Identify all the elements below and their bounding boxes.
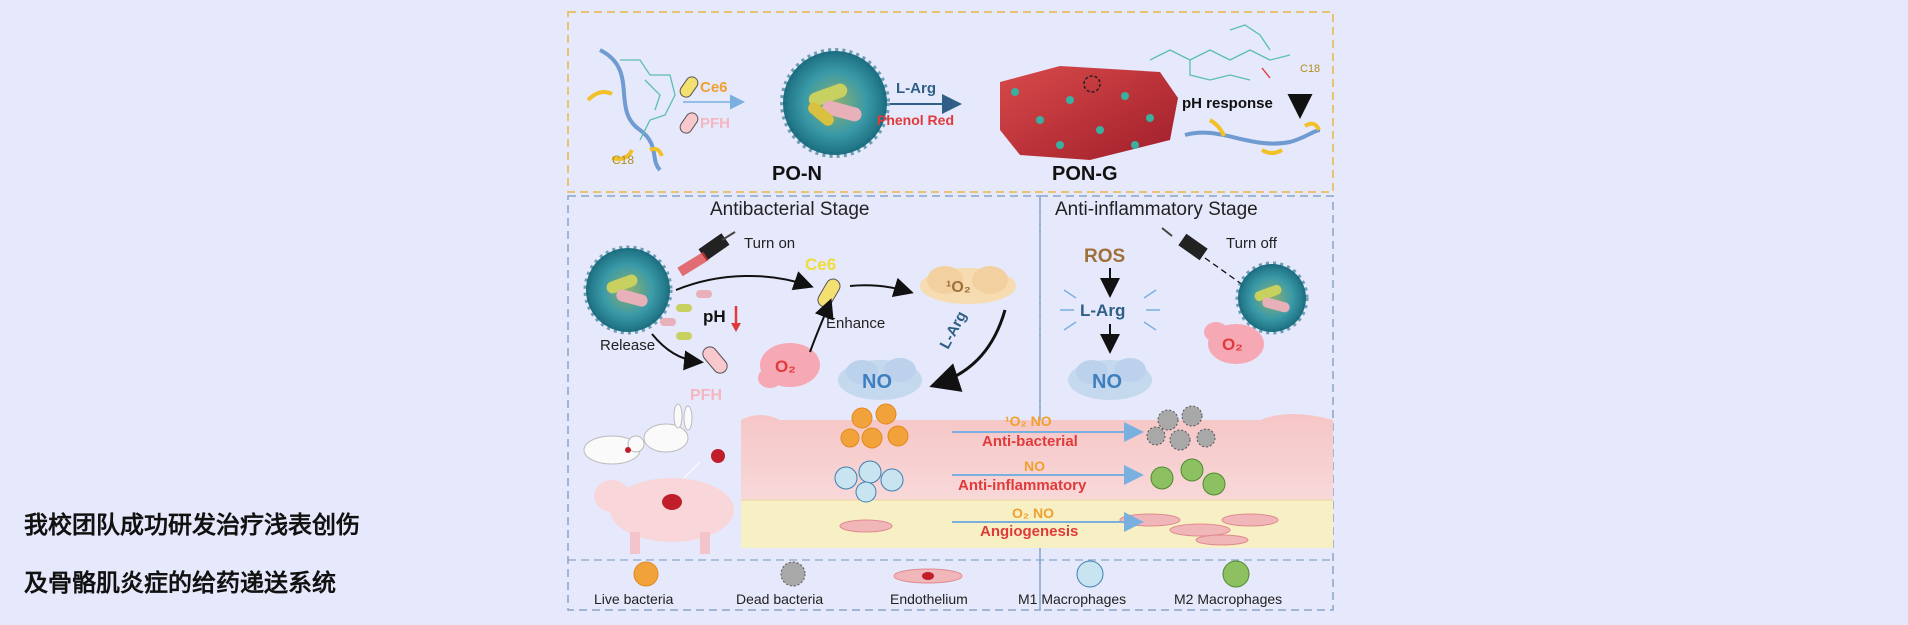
pfh-pill-icon: [679, 112, 699, 134]
caption-line-2: 及骨骼肌炎症的给药递送系统: [24, 568, 336, 597]
no-cloud-middle: [838, 358, 922, 400]
molecule-structure-right: [1149, 24, 1291, 81]
release-label: Release: [600, 337, 655, 354]
legend-m1-macrophages-icon: [1076, 560, 1104, 588]
legend-dead-bacteria-icon: [780, 561, 806, 587]
ph-response-label: pH response: [1182, 95, 1273, 112]
row1-chem-label: ¹O₂ NO: [1005, 413, 1052, 429]
antibacterial-stage-title: Antibacterial Stage: [710, 199, 870, 220]
oxygen-blob: [758, 343, 820, 388]
laser-device-on: [677, 231, 736, 277]
pfh-label-top: PFH: [700, 115, 730, 132]
arrow-singlet-to-no: [929, 309, 1007, 392]
laser-device-off: [1161, 227, 1251, 291]
c18-label-right: C18: [1300, 63, 1320, 75]
pfh-label-middle: PFH: [690, 387, 722, 404]
legend-m1-macrophages: M1 Macrophages: [1018, 591, 1126, 607]
ce6-label-top: Ce6: [700, 79, 728, 96]
po-n-nanoparticle: [780, 48, 890, 158]
arrow-to-ce6: [675, 271, 814, 291]
top-frame: [567, 11, 1334, 193]
angiogenesis-label: Angiogenesis: [980, 523, 1078, 540]
polymer-chain-left: [586, 48, 676, 172]
no-cloud-right: [1068, 358, 1152, 400]
oxygen-label-middle: O₂: [775, 357, 796, 376]
ph-label-middle: pH: [703, 307, 726, 326]
ce6-pill-icon: [679, 76, 699, 98]
legend-m2-macrophages: M2 Macrophages: [1174, 591, 1282, 607]
no-label-right: NO: [1092, 371, 1122, 393]
arrow-release-to-pfh: [651, 333, 704, 371]
enhance-label: Enhance: [826, 315, 885, 332]
pig-illustration: [594, 478, 734, 554]
legend-m2-macrophages-icon: [1222, 560, 1250, 588]
arrow-ce6-to-singlet: [849, 277, 914, 297]
caption-line-1: 我校团队成功研发治疗浅表创伤: [24, 510, 360, 539]
ce6-label-middle: Ce6: [805, 255, 836, 274]
po-n-label: PO-N: [772, 163, 822, 185]
m1-macrophages-cluster: [834, 460, 904, 503]
endothelium-cells-left: [839, 519, 893, 533]
turn-off-label: Turn off: [1226, 235, 1278, 252]
row3-chem-label: O₂ NO: [1012, 505, 1054, 521]
chain-tail-1: [1208, 118, 1226, 137]
wound-dot: [711, 449, 725, 463]
legend-dead-bacteria: Dead bacteria: [736, 591, 823, 607]
pon-g-label: PON-G: [1052, 163, 1118, 185]
m2-macrophages-cluster: [1150, 458, 1226, 496]
anti-inflammatory-frame: [1039, 195, 1334, 611]
larg-burst-icon: [1060, 289, 1160, 331]
mouse-illustration: [583, 435, 645, 465]
chain-tail-3: [1303, 121, 1321, 131]
released-chain: [1184, 128, 1321, 146]
pon-g-hydrogel: [1000, 66, 1178, 160]
anti-bacterial-label: Anti-bacterial: [982, 433, 1078, 450]
live-bacteria-cluster: [840, 403, 909, 449]
oxygen-blob-right: [1204, 322, 1264, 364]
l-arg-label-top: L-Arg: [896, 80, 936, 97]
ros-label: ROS: [1084, 246, 1125, 267]
pfh-pill-middle: [702, 346, 728, 374]
c18-label-left: C18: [612, 153, 634, 167]
rabbit-illustration: [643, 403, 693, 453]
phenol-red-label: Phenol Red: [877, 112, 954, 128]
anti-inflammatory-stage-title: Anti-inflammatory Stage: [1055, 199, 1258, 220]
po-n-nanoparticle-right: [1235, 261, 1309, 335]
antibacterial-frame: [567, 195, 1041, 611]
turn-on-label: Turn on: [744, 235, 795, 252]
l-arg-label-right: L-Arg: [1080, 301, 1125, 320]
legend-endothelium-icon: [893, 568, 963, 584]
legend-endothelium: Endothelium: [890, 591, 968, 607]
anti-inflammatory-label: Anti-inflammatory: [958, 477, 1087, 494]
oxygen-label-right: O₂: [1222, 335, 1243, 354]
ph-down-arrowhead: [731, 323, 741, 332]
arrow-o2-to-ce6: [809, 298, 834, 353]
chain-tail-2: [1260, 148, 1284, 155]
legend-live-bacteria: Live bacteria: [594, 591, 674, 607]
row2-chem-label: NO: [1024, 458, 1045, 474]
singlet-oxygen-cloud: [920, 266, 1016, 304]
po-n-nanoparticle-small: [583, 245, 673, 335]
released-fragments: [660, 290, 712, 340]
no-label-middle: NO: [862, 371, 892, 393]
legend-live-bacteria-icon: [633, 561, 659, 587]
dead-bacteria-cluster: [1146, 405, 1216, 451]
l-arg-label-middle: L-Arg: [937, 309, 971, 352]
singlet-oxygen-label: ¹O₂: [946, 279, 971, 296]
endothelium-cells-right: [1119, 513, 1279, 546]
